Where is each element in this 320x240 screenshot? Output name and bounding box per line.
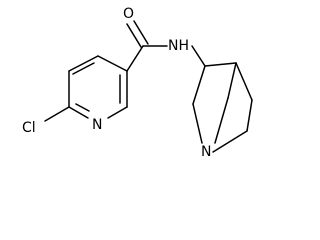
bond: [191, 45, 206, 67]
bond: [235, 62, 253, 101]
quinuclidine-nitrogen-label: N: [201, 144, 211, 160]
bond: [192, 65, 206, 105]
bond: [126, 23, 142, 48]
chlorine-label: Cl: [22, 120, 36, 136]
oxygen-label: O: [123, 6, 134, 22]
bond: [227, 62, 237, 99]
bond: [126, 45, 144, 72]
pyridine-ring: [68, 55, 128, 119]
pyridine-nitrogen-label: N: [92, 117, 102, 133]
bond: [214, 97, 229, 144]
bond: [68, 55, 99, 72]
bond: [68, 106, 89, 119]
bond: [204, 62, 237, 67]
amide-group: [126, 20, 206, 72]
quinuclidine-cage: [192, 62, 253, 153]
structure-svg: O NH N Cl N: [22, 6, 253, 160]
bond: [75, 103, 90, 112]
bond: [72, 62, 95, 75]
bond: [246, 99, 253, 132]
bond: [97, 55, 128, 72]
bond: [44, 106, 70, 122]
molecule-diagram: O NH N Cl N: [22, 6, 253, 160]
bond: [192, 103, 203, 144]
bond: [107, 106, 128, 119]
bond: [133, 20, 149, 45]
amide-nh-label: NH: [168, 38, 189, 54]
bond: [212, 130, 248, 153]
